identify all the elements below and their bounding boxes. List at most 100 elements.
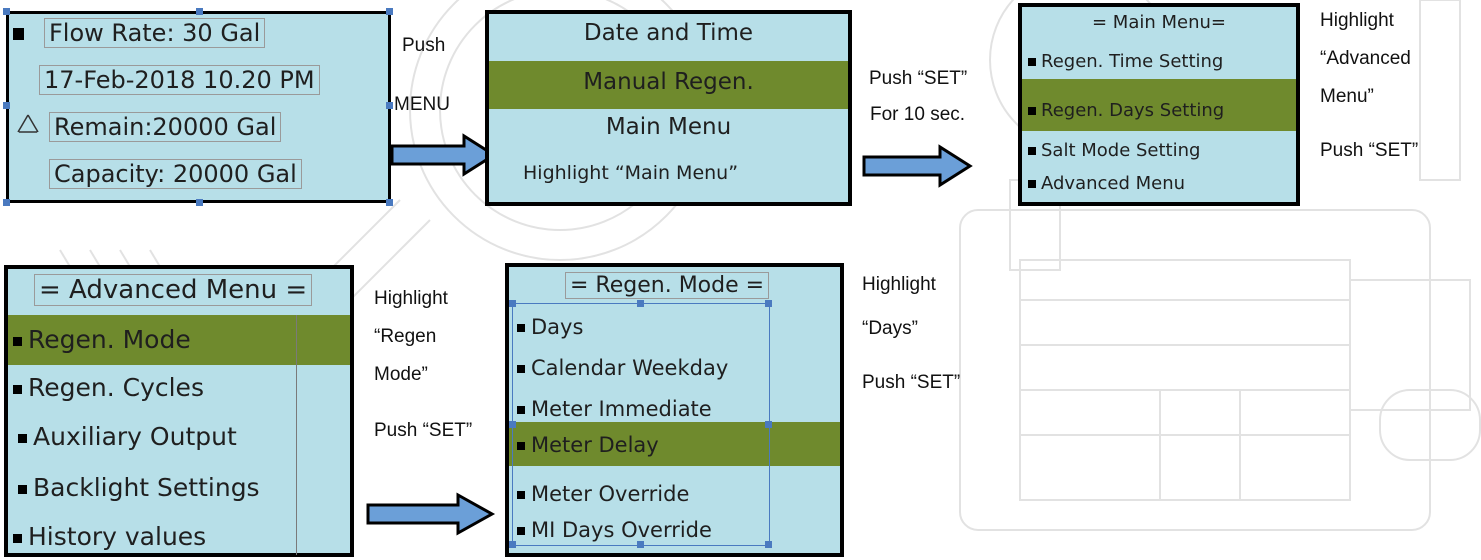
home-menu-screen: Date and Time Manual Regen. Main Menu Hi… [485,10,852,206]
selection-handle [196,199,203,206]
bullet-square-icon [517,365,525,373]
selection-handle [765,300,772,307]
menu-item-label: Salt Mode Setting [1041,140,1201,161]
menu-item-regen-mode[interactable]: Regen. Mode [13,325,191,354]
selection-handle [509,541,516,548]
note-highlight: Highlight [862,274,936,295]
menu-item-label: Auxiliary Output [33,422,237,451]
bullet-square-icon [18,433,27,443]
menu-item-label: Advanced Menu [1041,173,1186,194]
bullet-square-icon [1028,58,1036,66]
selection-handle [3,8,10,15]
menu-item-date-time[interactable]: Date and Time [583,20,754,46]
flow-rate-text: Flow Rate: 30 Gal [44,18,266,48]
right-arrow-icon [862,144,973,188]
divider [296,315,297,555]
menu-item-calendar-weekday[interactable]: Calendar Weekday [517,356,728,380]
menu-item-main-menu[interactable]: Main Menu [605,114,732,140]
note-highlight: Highlight [1320,10,1394,31]
selection-handle [765,541,772,548]
datetime-text: 17-Feb-2018 10.20 PM [39,65,320,95]
note-advanced: “Advanced [1320,48,1411,69]
selection-handle [509,421,516,428]
main-menu-title: = Main Menu= [1092,12,1226,33]
menu-item-label: MI Days Override [531,518,712,542]
note-push-set: Push “SET” [869,68,968,89]
flow-rate-row: Flow Rate: 30 Gal [13,18,266,48]
main-menu-screen: = Main Menu= Regen. Time Setting Regen. … [1018,3,1300,206]
bullet-square-icon [13,336,22,346]
menu-item-label: Meter Immediate [531,397,712,421]
right-arrow-icon [390,133,497,177]
menu-item-regen-days[interactable]: Regen. Days Setting [1028,100,1224,121]
menu-item-meter-delay[interactable]: Meter Delay [517,433,659,457]
bullet-square-icon [13,533,22,543]
menu-item-advanced-menu[interactable]: Advanced Menu [1028,173,1185,194]
menu-item-history[interactable]: History values [13,522,206,551]
note-push: Push [402,35,446,56]
note-days: “Days” [862,318,918,339]
selection-handle [386,8,393,15]
selection-handle [386,102,393,109]
highlight-bar [8,315,350,365]
remain-row: Remain:20000 Gal [15,112,282,144]
menu-item-backlight[interactable]: Backlight Settings [18,473,260,502]
bullet-square-icon [13,28,24,40]
menu-item-auxiliary-output[interactable]: Auxiliary Output [18,422,237,451]
datetime-row: 17-Feb-2018 10.20 PM [39,65,320,95]
capacity-row: Capacity: 20000 Gal [49,159,302,189]
menu-item-regen-cycles[interactable]: Regen. Cycles [13,373,204,402]
selection-handle [3,102,10,109]
bullet-square-icon [517,442,525,450]
bullet-square-icon [1028,107,1036,115]
menu-item-label: Regen. Cycles [28,373,204,402]
menu-item-manual-regen[interactable]: Manual Regen. [583,69,754,95]
selection-handle [637,300,644,307]
status-screen: Flow Rate: 30 Gal 17-Feb-2018 10.20 PM R… [6,11,391,203]
note-highlight: Highlight [374,288,448,309]
bullet-square-icon [517,324,525,332]
advanced-menu-screen: = Advanced Menu = Regen. Mode Regen. Cyc… [4,265,354,557]
menu-item-regen-time[interactable]: Regen. Time Setting [1028,51,1223,72]
regen-mode-title: = Regen. Mode = [565,272,770,299]
selection-box [512,303,770,546]
menu-item-mi-days-override[interactable]: MI Days Override [517,518,712,542]
menu-item-meter-override[interactable]: Meter Override [517,482,689,506]
menu-item-label: Regen. Mode [28,325,191,354]
note-regen: “Regen [374,326,437,347]
note-menu-close: Menu” [1320,86,1374,107]
menu-item-label: History values [28,522,207,551]
bullet-square-icon [1028,180,1036,188]
menu-item-salt-mode[interactable]: Salt Mode Setting [1028,140,1200,161]
menu-item-label: Days [531,315,584,339]
menu-item-label: Backlight Settings [33,473,260,502]
remain-text: Remain:20000 Gal [49,112,282,142]
highlight-bar [509,422,840,466]
note-menu: MENU [394,94,450,115]
right-arrow-icon [366,492,496,536]
menu-item-days[interactable]: Days [517,315,583,339]
title-text: = Regen. Mode = [565,272,770,299]
bullet-square-icon [517,527,525,535]
highlight-bar [1022,79,1296,131]
menu-item-label: Regen. Days Setting [1041,100,1225,121]
title-text: = Advanced Menu = [34,274,313,306]
instruction-text: Highlight “Main Menu” [523,162,739,184]
note-mode: Mode” [374,364,428,385]
menu-item-meter-immediate[interactable]: Meter Immediate [517,397,712,421]
regen-mode-screen: = Regen. Mode = Days Calendar Weekday Me… [505,263,844,557]
bullet-square-icon [18,484,27,494]
bullet-square-icon [517,406,525,414]
selection-handle [386,199,393,206]
selection-handle [196,8,203,15]
menu-item-label: Meter Override [531,482,690,506]
capacity-text: Capacity: 20000 Gal [49,159,302,189]
note-push-set: Push “SET” [374,420,473,441]
advanced-menu-title: = Advanced Menu = [34,274,313,306]
note-push-set: Push “SET” [862,372,961,393]
selection-handle [3,199,10,206]
menu-item-label: Meter Delay [531,433,659,457]
menu-item-label: Regen. Time Setting [1041,51,1224,72]
bullet-square-icon [517,491,525,499]
bullet-square-icon [13,384,22,394]
